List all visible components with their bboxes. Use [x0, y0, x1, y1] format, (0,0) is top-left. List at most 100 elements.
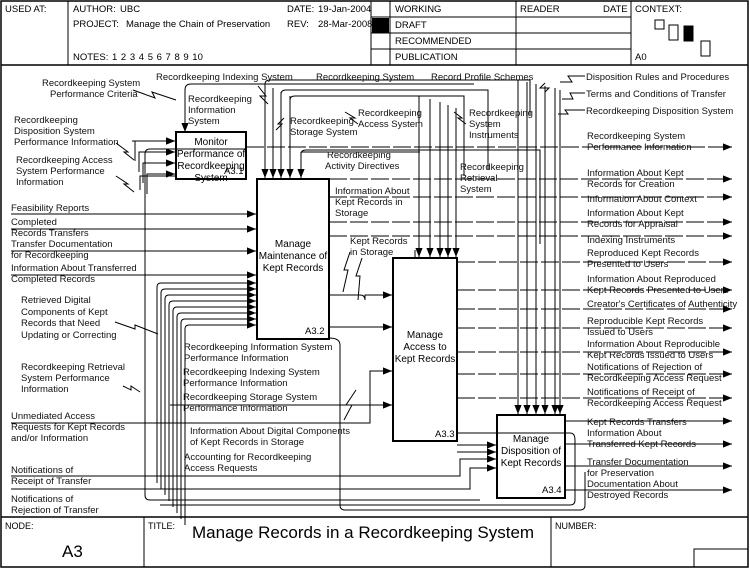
label-line: Recordkeeping	[290, 116, 354, 127]
control-bundle	[280, 89, 489, 170]
flow-rk-storage-sys-perf: Recordkeeping Storage System Performance…	[183, 392, 317, 414]
status-recommended[interactable]: RECOMMENDED	[395, 36, 472, 47]
status-publication[interactable]: PUBLICATION	[395, 52, 458, 63]
box-a3-2-id: A3.2	[305, 326, 325, 337]
label-line: Access System	[358, 119, 423, 130]
label-connector	[342, 251, 351, 293]
box-label-line: Maintenance of	[258, 251, 328, 262]
label-line: Performance Information	[184, 353, 289, 364]
label-line: Notifications of	[11, 494, 74, 505]
label-line: Unmediated Access	[11, 411, 95, 422]
label-connector	[114, 321, 159, 335]
label-line: Notifications of	[11, 465, 74, 476]
label-line: for Preservation	[587, 468, 655, 479]
label-line: in Storage	[350, 247, 394, 258]
label-line: Information	[21, 384, 69, 395]
label-connector	[344, 111, 359, 125]
box-label-line: Monitor	[194, 137, 228, 148]
control-bundle	[300, 149, 541, 244]
input-completed-records-transfers: Completed Records Transfers	[11, 217, 89, 239]
label-line: Recordkeeping	[460, 162, 524, 173]
feedback-arrow	[168, 297, 256, 501]
box-a3-3-id: A3.3	[435, 429, 455, 440]
label-line: System Performance	[21, 373, 110, 384]
label-line: Recordkeeping	[327, 150, 391, 161]
label-line: Kept Records	[350, 236, 408, 247]
box-a3-4-id: A3.4	[542, 485, 562, 496]
label-line: of Kept Records in Storage	[190, 437, 305, 448]
label-line: Information About Kept	[587, 208, 684, 219]
input-info-transferred-completed: Information About Transferred Completed …	[11, 263, 137, 285]
feedback-loop	[160, 432, 576, 506]
input-arrow	[11, 367, 392, 424]
control-rk-activity-directives: Recordkeeping Activity Directives	[325, 150, 399, 172]
label-line: Access Requests	[184, 463, 258, 474]
flow-rk-info-sys-perf: Recordkeeping Information System Perform…	[184, 342, 332, 364]
box-a3-1	[175, 131, 247, 180]
label-line: Performance Criteria	[50, 89, 138, 100]
project-label: PROJECT:	[73, 19, 119, 30]
control-disposition-rules: Disposition Rules and Procedures	[586, 72, 730, 83]
box-a3-2-label[interactable]: Manage Maintenance of Kept Records	[257, 239, 329, 275]
box-label-line: Kept Records	[500, 458, 562, 469]
status-draft[interactable]: DRAFT	[395, 20, 427, 31]
label-line: System	[469, 119, 501, 130]
rev-label: REV:	[287, 19, 309, 30]
label-line: Records Transfers	[11, 228, 89, 239]
output-label: Indexing Instruments	[587, 235, 675, 246]
label-line: System Performance	[16, 166, 105, 177]
control-rk-disposition-system: Recordkeeping Disposition System	[586, 106, 734, 117]
label-line: Recordkeeping	[358, 108, 422, 119]
label-line: Recordkeeping Storage System	[183, 392, 318, 403]
author-label: AUTHOR:	[73, 4, 116, 15]
label-line: Components of Kept	[21, 306, 108, 318]
label-line: Retrieved Digital	[21, 295, 91, 306]
label-connector	[355, 257, 363, 301]
feedback-arrow	[164, 291, 256, 495]
label-line: Information About Transferred	[11, 263, 137, 274]
input-rk-retrieval-perf: Recordkeeping Retrieval System Performan…	[21, 362, 125, 395]
box-label-line: Disposition of	[500, 446, 562, 457]
node-value: A3	[62, 542, 83, 561]
date-label: DATE:	[287, 4, 315, 15]
label-line: Recordkeeping Indexing System	[183, 367, 320, 378]
box-label-line: System	[194, 173, 228, 184]
label-line: Information About	[587, 428, 662, 439]
box-a3-4-label[interactable]: Manage Disposition of Kept Records	[497, 434, 565, 470]
status-working[interactable]: WORKING	[395, 4, 442, 15]
used-at-label: USED AT:	[5, 4, 47, 15]
label-line: Storage	[335, 208, 369, 219]
label-line: Records that Need	[21, 318, 101, 329]
box-a3-3-label[interactable]: Manage Access to Kept Records	[393, 330, 457, 366]
box-a3-3	[392, 257, 458, 442]
feedback-arrow	[184, 321, 256, 525]
input-notif-rejection-transfer: Notifications of Rejection of Transfer	[11, 494, 99, 516]
input-arrow	[134, 137, 175, 161]
label-line: Disposition System	[14, 126, 95, 137]
box-a3-1-label[interactable]: Monitor Performance of Recordkeeping Sys…	[176, 137, 246, 185]
label-line: Information	[188, 105, 236, 116]
label-line: Records for Appraisal	[587, 219, 678, 230]
label-connector	[122, 385, 141, 393]
author-value: UBC	[120, 4, 141, 15]
label-line: System	[460, 184, 492, 195]
input-arrow	[146, 170, 175, 194]
project-value: Manage the Chain of Preservation	[126, 19, 271, 30]
label-connector	[560, 75, 585, 83]
label-line: Reproduced Kept Records	[587, 248, 699, 259]
control-rk-storage-system: Recordkeeping Storage System	[290, 116, 358, 138]
feedback-arrow	[156, 279, 256, 483]
flow-kept-records-in-storage: Kept Records in Storage	[350, 236, 408, 258]
control-terms-conditions: Terms and Conditions of Transfer	[586, 89, 726, 100]
label-line: Reproducible Kept Records	[587, 316, 704, 327]
feedback-arrow	[160, 285, 256, 489]
label-line: Information About	[335, 186, 410, 197]
input-rk-access-perf: Recordkeeping Access System Performance …	[16, 155, 113, 188]
